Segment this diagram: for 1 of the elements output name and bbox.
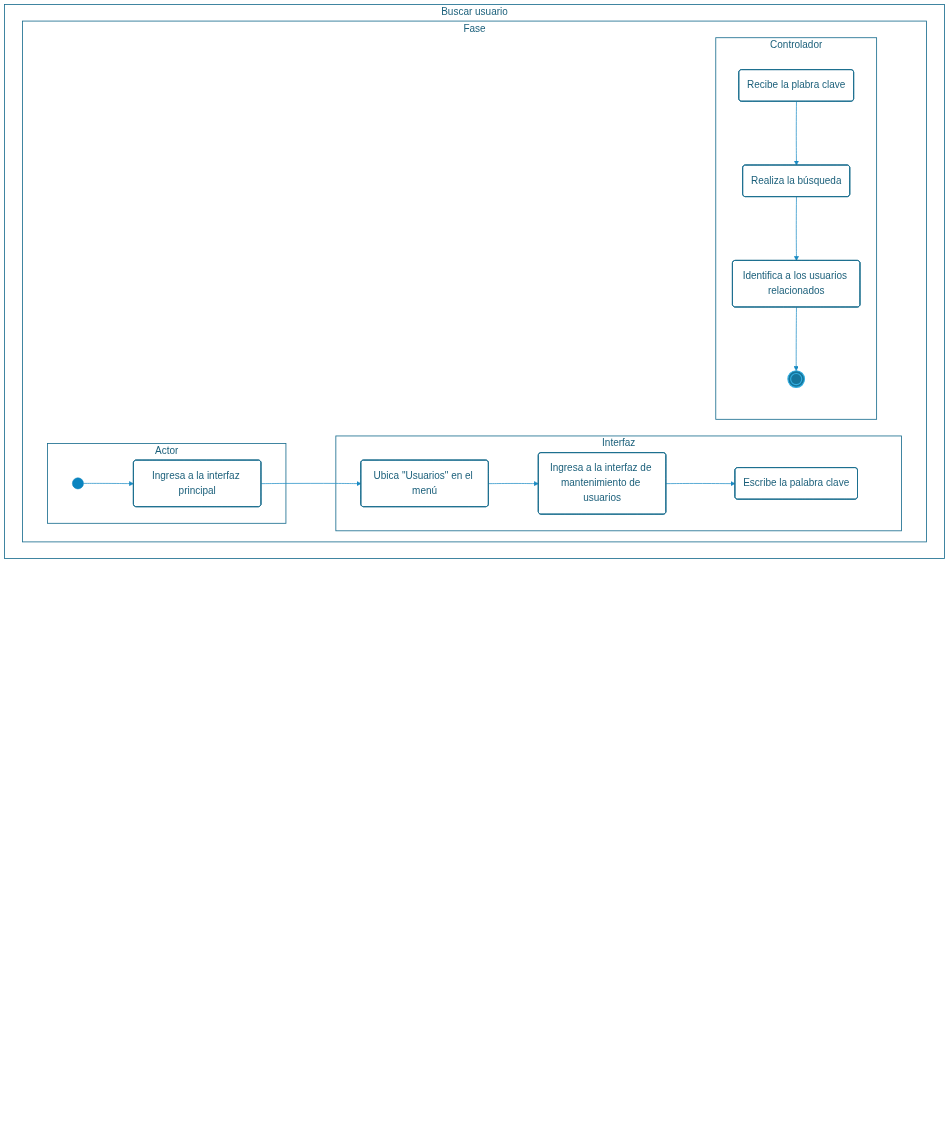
node-circle	[72, 477, 84, 490]
